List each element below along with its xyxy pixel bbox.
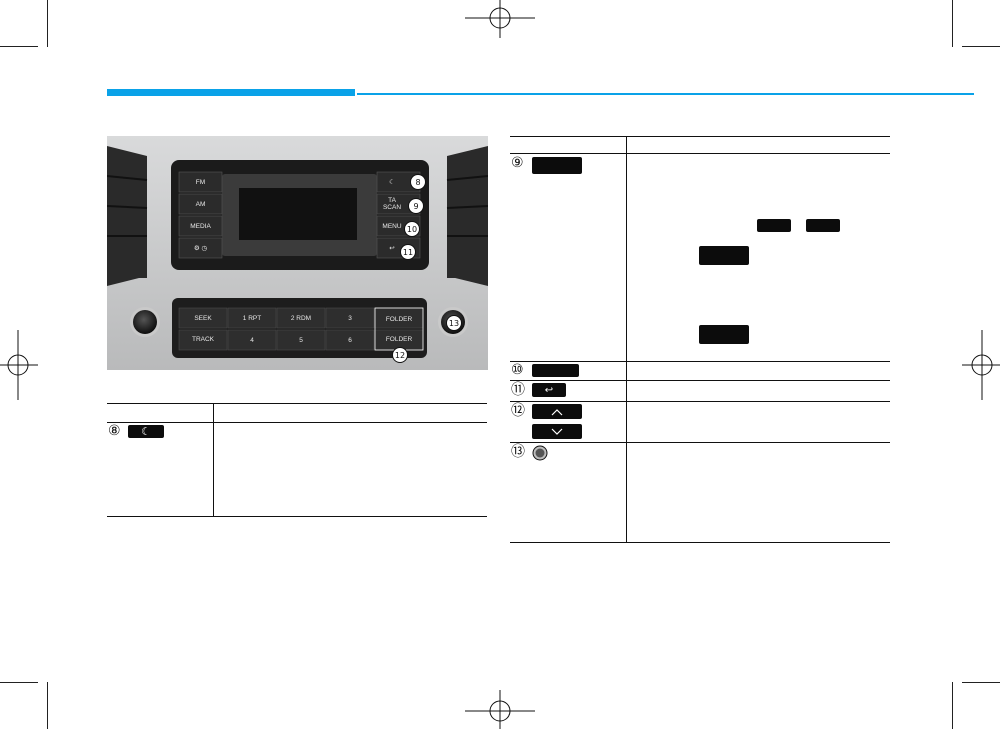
audio-panel-photo: FM AM MEDIA ⚙ ◷ ☾ TA SCAN MENU ↩ SEEK TR… [107, 136, 488, 370]
am-button: AM [195, 201, 206, 208]
row-8-number: ⑧ [108, 423, 121, 439]
callout-12: 12 [392, 347, 408, 363]
back-button: ↩ [389, 245, 395, 252]
callout-11: 11 [400, 244, 416, 260]
inline-key-icon-a [757, 219, 791, 232]
folder-up-key-icon [532, 404, 582, 419]
header-accent-bar [107, 89, 355, 96]
row-12-number: ⑫ [511, 403, 525, 419]
callout-13: 13 [446, 315, 462, 331]
preset-3-button: 3 [348, 315, 352, 322]
header-rule [357, 93, 974, 95]
callout-8: 8 [410, 174, 426, 190]
callout-9: 9 [408, 198, 424, 214]
fm-button: FM [195, 179, 206, 186]
preset-4-button: 4 [250, 337, 254, 344]
menu-button: MENU [382, 223, 402, 230]
preset-2-button: 2 RDM [290, 315, 312, 322]
media-button: MEDIA [190, 223, 211, 230]
row-10-number: ⑩ [511, 362, 524, 378]
inline-key-icon-c [699, 246, 749, 265]
ta-scan-button: TA SCAN [382, 197, 402, 211]
registration-mark-bottom [465, 690, 535, 729]
callout-10: 10 [404, 221, 420, 237]
night-mode-button: ☾ [389, 179, 395, 186]
menu-key-icon [532, 364, 579, 377]
ta-scan-key-icon [532, 157, 582, 174]
registration-mark-left [0, 330, 38, 400]
seek-button: SEEK [194, 315, 212, 322]
setup-clock-button: ⚙ ◷ [193, 245, 208, 252]
folder-down-key-icon [532, 424, 582, 439]
preset-5-button: 5 [299, 337, 303, 344]
tune-knob-icon [532, 445, 548, 461]
back-key-icon: ↩ [532, 383, 566, 397]
folder-up-button: FOLDER [385, 316, 413, 323]
registration-mark-right [962, 330, 1000, 400]
preset-6-button: 6 [348, 337, 352, 344]
preset-1-button: 1 RPT [242, 315, 262, 322]
folder-down-button: FOLDER [385, 336, 413, 343]
row-9-number: ⑨ [511, 155, 524, 171]
inline-key-icon-b [806, 219, 840, 232]
row-11-number: ⑪ [511, 382, 525, 398]
inline-key-icon-d [699, 325, 749, 344]
row-13-number: ⑬ [511, 444, 525, 460]
track-button: TRACK [191, 336, 215, 343]
registration-mark-top [465, 0, 535, 38]
night-mode-key-icon: ☾ [128, 425, 164, 438]
